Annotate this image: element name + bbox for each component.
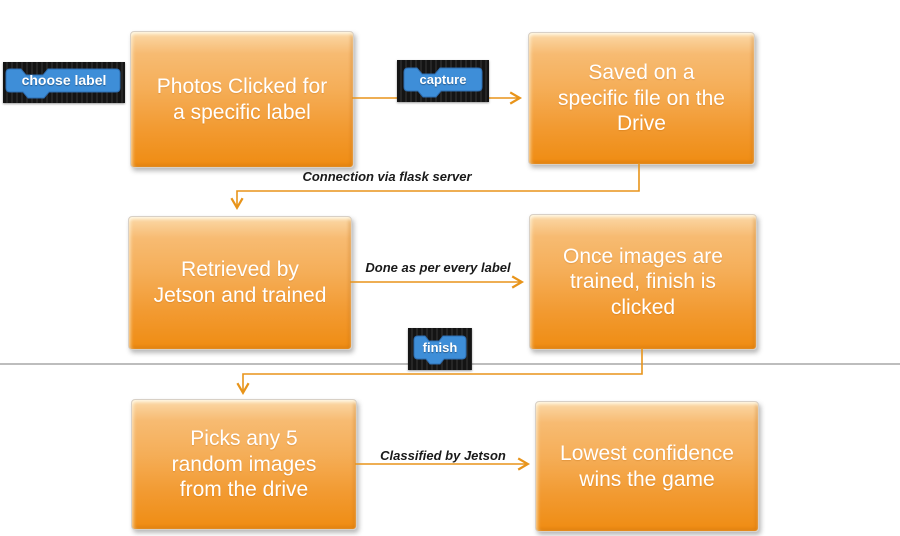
- scratch-block-shape: [403, 67, 483, 98]
- flow-box-once-images-trained-label: Once images are trained, finish is click…: [563, 244, 723, 319]
- flow-box-picks-random-images: Picks any 5 random images from the drive: [131, 399, 357, 530]
- scratch-block-finish: finish: [408, 328, 472, 370]
- scratch-block-capture: capture: [397, 60, 489, 102]
- scratch-block-choose-label-text: choose label: [21, 72, 107, 88]
- flow-box-saved-on-drive-label: Saved on a specific file on the Drive: [558, 61, 725, 136]
- flow-box-lowest-confidence-label: Lowest confidence wins the game: [560, 441, 734, 491]
- scratch-block-choose-label: choose label: [3, 62, 125, 103]
- flow-box-retrieved-by-jetson-label: Retrieved by Jetson and trained: [153, 258, 327, 307]
- scratch-block-shape: [413, 335, 467, 365]
- flow-box-saved-on-drive: Saved on a specific file on the Drive: [528, 32, 755, 165]
- flow-box-once-images-trained: Once images are trained, finish is click…: [529, 214, 757, 350]
- scratch-block-capture-text: capture: [419, 72, 467, 87]
- connector-label-classified: Classified by Jetson: [380, 448, 506, 463]
- scratch-block-shape: [5, 68, 121, 99]
- flow-box-picks-random-images-label: Picks any 5 random images from the drive: [171, 427, 317, 502]
- connector-label-flask-server: Connection via flask server: [302, 169, 472, 184]
- scratch-block-finish-text: finish: [422, 340, 458, 355]
- flow-box-retrieved-by-jetson: Retrieved by Jetson and trained: [128, 216, 352, 350]
- connector-label-per-every-label: Done as per every label: [365, 260, 511, 275]
- flow-box-lowest-confidence: Lowest confidence wins the game: [535, 401, 759, 532]
- flow-box-photos-clicked-label: Photos Clicked for a specific label: [156, 74, 328, 124]
- flow-box-photos-clicked: Photos Clicked for a specific label: [130, 31, 354, 168]
